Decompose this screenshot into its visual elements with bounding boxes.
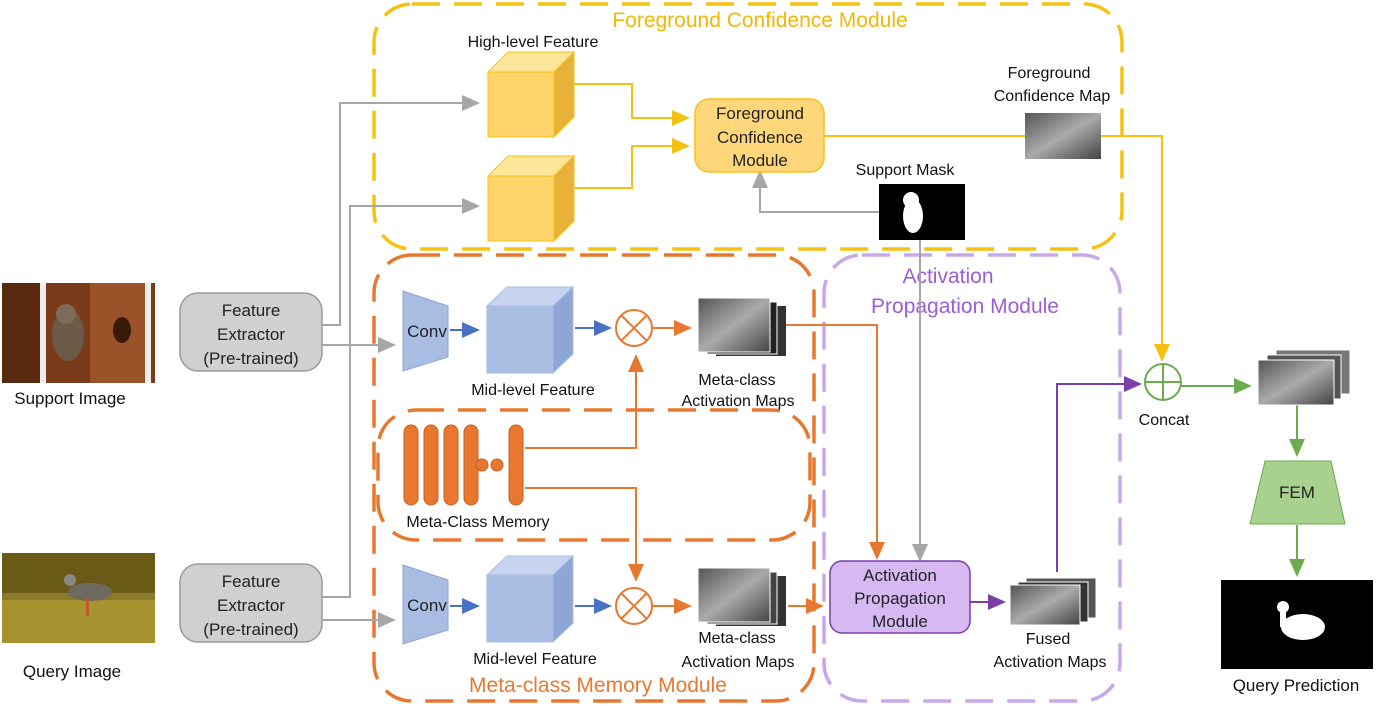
- meta-activation-maps-query: [697, 567, 786, 626]
- meta-activation-maps-support: [697, 297, 786, 356]
- meta-class-memory-bars: [403, 424, 524, 506]
- memory-module-border: [372, 253, 816, 703]
- svg-text:(Pre-trained): (Pre-trained): [203, 620, 298, 639]
- svg-text:Module: Module: [732, 151, 788, 170]
- svg-text:Propagation: Propagation: [854, 589, 946, 608]
- meta-maps-label-support-2: Activation Maps: [682, 393, 795, 410]
- purple-connectors: [970, 376, 1142, 610]
- activation-module-title-2: Propagation Module: [871, 295, 1059, 318]
- concat-label: Concat: [1139, 412, 1190, 429]
- svg-text:Extractor: Extractor: [217, 596, 285, 615]
- meta-maps-label-support-1: Meta-class: [698, 372, 775, 389]
- multiply-node-query: [615, 587, 653, 625]
- foreground-module-border: [372, 2, 1124, 251]
- meta-class-memory-border: [376, 408, 812, 542]
- blue-connectors: [450, 320, 612, 614]
- support-image-label: Support Image: [14, 389, 126, 408]
- support-feature-extractor: Feature Extractor (Pre-trained): [179, 292, 323, 372]
- foreground-map-label-2: Confidence Map: [994, 88, 1111, 105]
- svg-text:Foreground: Foreground: [716, 104, 804, 123]
- svg-text:(Pre-trained): (Pre-trained): [203, 349, 298, 368]
- svg-text:Conv: Conv: [407, 322, 447, 341]
- mid-level-feature-label-query: Mid-level Feature: [473, 651, 597, 668]
- activation-propagation-module-box: Activation Propagation Module: [829, 560, 971, 634]
- memory-module-title: Meta-class Memory Module: [469, 674, 727, 697]
- fused-maps-label-2: Activation Maps: [994, 654, 1107, 671]
- conv-query: Conv: [402, 564, 449, 645]
- query-image-label: Query Image: [23, 662, 121, 681]
- svg-text:Confidence: Confidence: [717, 128, 803, 147]
- meta-maps-label-query-2: Activation Maps: [682, 654, 795, 671]
- multiply-node-support: [615, 309, 653, 347]
- svg-text:Feature: Feature: [222, 572, 281, 591]
- concat-output-maps: [1257, 349, 1351, 406]
- foreground-map-label-1: Foreground: [1008, 65, 1091, 82]
- support-mask-label: Support Mask: [856, 162, 956, 179]
- query-prediction-image: [1221, 580, 1373, 669]
- svg-text:FEM: FEM: [1279, 483, 1315, 502]
- fused-activation-maps: [1009, 577, 1097, 626]
- high-level-feature-label: High-level Feature: [468, 34, 599, 51]
- mid-level-feature-cube-query: [485, 554, 575, 644]
- svg-text:Conv: Conv: [407, 596, 447, 615]
- yellow-connectors: [574, 83, 1170, 362]
- query-image: [2, 553, 155, 643]
- meta-maps-label-query-1: Meta-class: [698, 630, 775, 647]
- conv-support: Conv: [402, 290, 449, 372]
- activation-module-title-1: Activation: [902, 265, 993, 288]
- fem-block: FEM: [1249, 460, 1346, 525]
- orange-connectors: [525, 320, 885, 614]
- meta-class-memory-label: Meta-Class Memory: [406, 514, 549, 531]
- mid-level-feature-cube-support: [485, 285, 575, 375]
- high-level-feature-cube-support: [486, 50, 576, 139]
- foreground-confidence-map: [1025, 113, 1101, 159]
- query-prediction-label: Query Prediction: [1233, 676, 1360, 695]
- svg-text:Feature: Feature: [222, 301, 281, 320]
- gray-connectors: [322, 95, 928, 628]
- svg-text:Activation: Activation: [863, 566, 937, 585]
- activation-module-border: [822, 253, 1122, 703]
- high-level-feature-cube-query: [486, 154, 576, 243]
- support-image: [2, 283, 155, 383]
- support-mask-image: [879, 184, 965, 240]
- mid-level-feature-label-support: Mid-level Feature: [471, 382, 595, 399]
- concat-node: [1144, 363, 1182, 401]
- foreground-confidence-module-box: Foreground Confidence Module: [694, 98, 825, 173]
- query-feature-extractor: Feature Extractor (Pre-trained): [179, 563, 323, 643]
- fused-maps-label-1: Fused: [1026, 631, 1070, 648]
- svg-text:Extractor: Extractor: [217, 325, 285, 344]
- svg-text:Module: Module: [872, 612, 928, 631]
- foreground-module-title: Foreground Confidence Module: [612, 9, 907, 32]
- green-connectors: [1181, 378, 1305, 577]
